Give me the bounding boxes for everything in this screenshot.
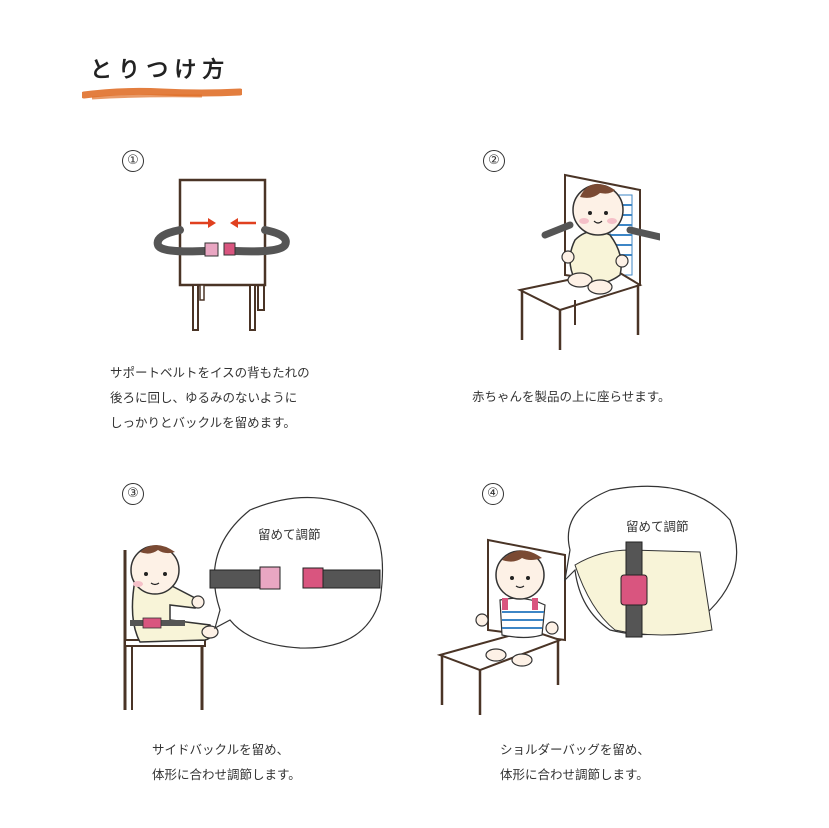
brush-underline xyxy=(82,87,242,100)
step-4-illustration xyxy=(436,485,738,715)
step-3-bubble-label: 留めて調節 xyxy=(258,527,321,542)
step-number-4: ④ xyxy=(482,483,504,505)
step-1-illustration xyxy=(153,178,290,331)
step-3-caption: サイドバックルを留め、 体形に合わせ調節します。 xyxy=(152,742,301,782)
arrow-left-icon xyxy=(230,218,256,228)
step-number-3: ③ xyxy=(122,483,144,505)
step-4-caption: ショルダーバッグを留め、 体形に合わせ調節します。 xyxy=(500,742,650,782)
step-2-illustration xyxy=(516,173,660,350)
step-1-caption: サポートベルトをイスの背もたれの 後ろに回し、ゆるみのないように しっかりとバッ… xyxy=(110,365,310,430)
step-2-caption: 赤ちゃんを製品の上に座らせます。 xyxy=(472,389,671,404)
step-number-1: ① xyxy=(122,150,144,172)
step-4-bubble-label: 留めて調節 xyxy=(626,519,689,534)
arrow-right-icon xyxy=(190,218,216,228)
step-3-illustration xyxy=(123,497,384,710)
step-number-2: ② xyxy=(483,150,505,172)
page-title: とりつけ方 xyxy=(90,58,231,83)
